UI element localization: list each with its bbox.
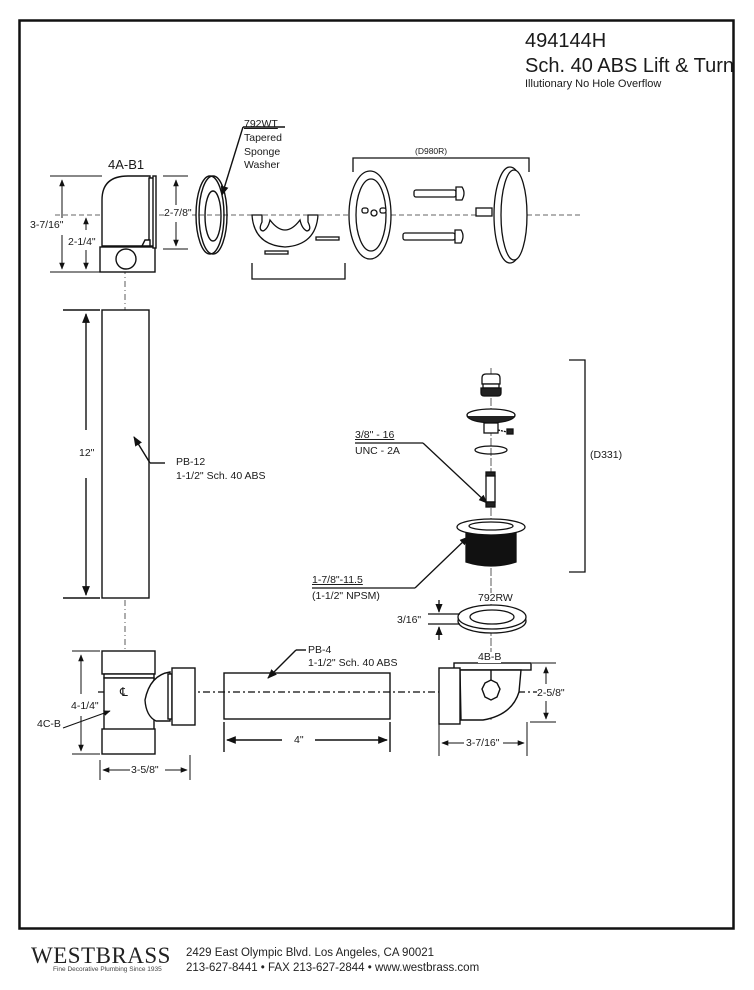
tee-4c-b-drawing xyxy=(101,650,196,755)
shoe-width-dim: 3-7/16" xyxy=(466,737,500,749)
brand-logo: WESTBRASS xyxy=(31,943,171,968)
shoe-part-id: 4B-B xyxy=(478,651,502,663)
rubber-washer-drawing xyxy=(428,600,527,640)
pipe-pb-4-drawing xyxy=(223,649,391,752)
shoe-height-dim: 2-5/8" xyxy=(537,687,565,699)
thread-label-1: 3/8" - 16 xyxy=(355,429,395,441)
pipe-short-length-dim: 4" xyxy=(294,734,304,746)
tee-height-dim: 4-1/4" xyxy=(71,700,99,712)
shoe-4b-b-drawing xyxy=(438,662,532,725)
pipe-short-part-id: PB-4 xyxy=(308,644,332,656)
pipe-short-desc: 1-1/2" Sch. 40 ABS xyxy=(308,657,398,669)
drain-kit-part-id: (D331) xyxy=(590,449,623,461)
elbow-4a-b1-drawing xyxy=(99,175,157,273)
pipe-long-desc: 1-1/2" Sch. 40 ABS xyxy=(176,470,266,482)
drain-kit-drawing xyxy=(456,359,586,573)
thread-label-2: UNC - 2A xyxy=(355,445,400,457)
tee-width-dim: 3-5/8" xyxy=(131,764,159,776)
sponge-washer-desc-1: Tapered xyxy=(244,132,282,144)
brand-tagline: Fine Decorative Plumbing Since 1935 xyxy=(53,966,162,973)
elbow-part-id: 4A-B1 xyxy=(108,157,145,172)
pipe-pb-12-drawing xyxy=(63,309,165,599)
pipe-long-part-id: PB-12 xyxy=(176,456,206,468)
elbow-center-dim: 2-1/4" xyxy=(68,236,96,248)
product-subtitle: Illutionary No Hole Overflow xyxy=(525,78,662,90)
body-thread-label-1: 1-7/8"-11.5 xyxy=(312,574,363,586)
shoe-dimensions xyxy=(438,662,556,756)
tee-dimensions xyxy=(62,650,191,780)
elbow-flange-dim: 2-7/8" xyxy=(164,207,192,219)
rubber-washer-thickness-dim: 3/16" xyxy=(397,614,422,626)
company-contact: 213-627-8441 • FAX 213-627-2844 • www.we… xyxy=(186,962,480,974)
elbow-dimensions xyxy=(50,175,188,273)
sponge-washer-part-id: 792WT xyxy=(244,118,278,130)
overflow-kit-part-id: (D980R) xyxy=(415,146,448,156)
centerline-symbol: ℄ xyxy=(120,685,128,699)
product-name: Sch. 40 ABS Lift & Turn xyxy=(525,55,735,77)
drawing-frame xyxy=(18,19,735,930)
tee-part-id: 4C-B xyxy=(37,718,61,730)
pipe-long-length-dim: 12" xyxy=(79,447,95,459)
company-address: 2429 East Olympic Blvd. Los Angeles, CA … xyxy=(186,947,435,959)
model-number: 494144H xyxy=(525,30,607,52)
overflow-bracket-drawing xyxy=(251,214,346,280)
elbow-height-dim: 3-7/16" xyxy=(30,219,64,231)
sponge-washer-desc-2: Sponge xyxy=(244,146,281,158)
sponge-washer-desc-3: Washer xyxy=(244,159,280,171)
drain-callouts xyxy=(312,442,488,589)
sponge-washer-drawing xyxy=(195,126,285,255)
rubber-washer-part-id: 792RW xyxy=(478,592,513,604)
body-thread-label-2: (1-1/2" NPSM) xyxy=(312,590,380,602)
overflow-cover-kit-drawing xyxy=(348,157,530,264)
